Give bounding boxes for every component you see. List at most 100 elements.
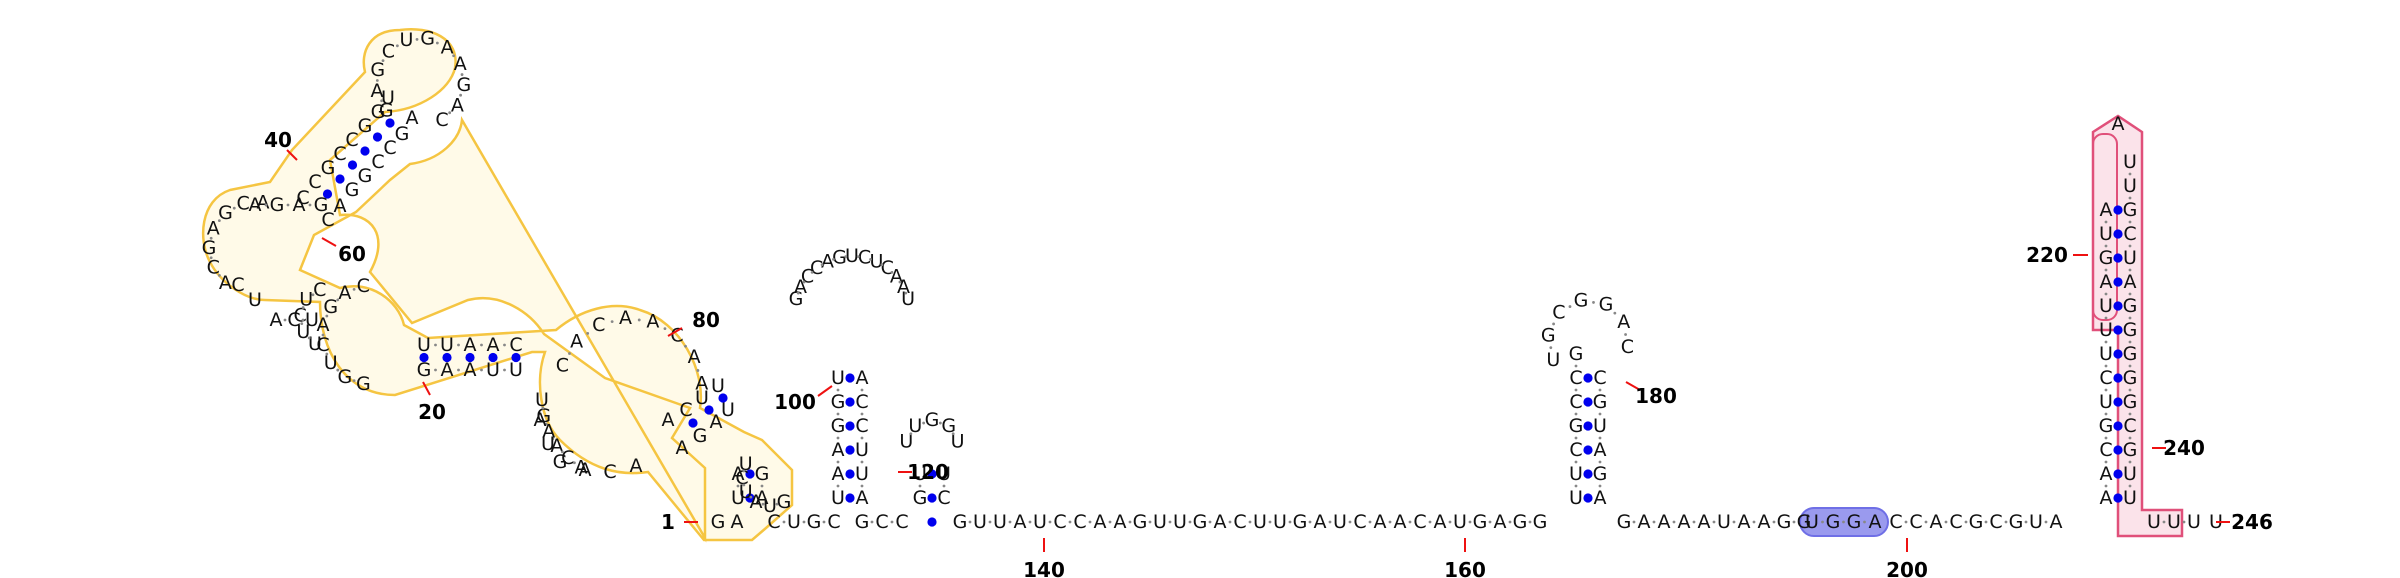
nucleotide: G [1533,511,1548,533]
backbone-dot [1348,520,1352,524]
nucleotide: G [1473,511,1488,533]
pos-label-240: 240 [2163,436,2205,460]
nucleotide: A [662,409,675,431]
backbone-dot [904,291,908,295]
nucleotide: G [1847,511,1862,533]
nucleotide: C [1053,511,1066,533]
base-pair-dot [1583,397,1593,407]
pos-label-200: 200 [1886,558,1928,578]
pink-terminator-highlight [2091,114,2184,538]
nucleotide: U [739,453,753,475]
backbone-dot [869,258,872,261]
backbone-dot [909,432,913,436]
backbone-dot [434,368,437,372]
nucleotide: U [1173,511,1187,533]
nucleotide: C [827,511,840,533]
backbone-dot [1088,520,1092,524]
nucleotide: G [913,487,928,509]
backbone-dot [856,255,860,259]
backbone-dot [1692,520,1696,524]
nucleotide: U [731,487,745,509]
nucleotide: G [1193,511,1208,533]
backbone-dot [1549,346,1553,350]
nucleotide: A [756,487,769,509]
nucleotide: G [1513,511,1528,533]
backbone-dot [217,273,221,277]
nucleotide: U [2187,511,2201,533]
backbone-dot [568,352,571,355]
backbone-dot [457,368,460,372]
nucleotide: A [2100,199,2113,221]
nucleotide: C [858,246,871,268]
nucleotide: A [1314,511,1327,533]
base-pair-dot [2113,373,2123,383]
base-pair-dot [745,469,755,479]
backbone-dot [1672,520,1676,524]
backbone-dot [1008,520,1012,524]
nucleotide: G [321,157,336,179]
base-pair-dot [1583,373,1593,383]
backbone-dot [1598,412,1602,416]
base-pair-dot [347,160,358,170]
nucleotide: A [688,346,701,368]
nucleotide: G [218,202,233,224]
base-pair-dot [335,174,345,184]
nucleotide: A [1869,511,1882,533]
backbone-dot [1752,520,1756,524]
nucleotide: G [379,99,394,121]
nucleotide: C [333,143,346,165]
backbone-dot [1568,305,1572,308]
backbone-dot [1328,520,1332,524]
backbone-dot [1148,520,1152,524]
backbone-dot [1188,520,1192,524]
backbone-dot [696,369,700,372]
nucleotide: G [323,296,338,318]
nucleotide: A [334,195,347,217]
nucleotide: C [1949,511,1962,533]
backbone-dot [325,314,329,318]
backbone-dot [2128,292,2132,296]
nucleotide: C [1233,511,1246,533]
yellow-domain-highlight [201,28,794,543]
nucleotide: G [2123,391,2138,413]
nucleotide: U [535,389,549,411]
backbone-dot [2104,316,2108,320]
backbone-dot [898,280,902,284]
nucleotide: C [371,151,384,173]
backbone-dot [2128,244,2132,248]
backbone-dot [1904,520,1908,524]
backbone-dot [308,203,312,207]
backbone-dot [1108,520,1112,524]
nucleotide: A [542,421,555,443]
nucleotide: U [2123,463,2137,485]
backbone-dot [435,41,439,45]
nucleotide: C [357,275,370,297]
nucleotide: U [845,245,859,267]
nucleotide: A [464,334,477,356]
backbone-dot [736,484,740,488]
backbone-dot [2044,520,2048,524]
nucleotide: A [1374,511,1387,533]
pos-label-120: 120 [907,460,949,484]
nucleotide: G [693,425,708,447]
nucleotide: C [603,461,616,483]
backbone-dot [742,469,746,473]
backbone-dot [2104,484,2108,488]
backbone-dot [2128,220,2132,224]
base-pair-dot [2113,229,2123,239]
pos-label-20: 20 [418,400,446,424]
nucleotide: A [219,272,232,294]
position-label-layer: 1 20 40 60 80 100 120 140 160 180 200 22… [264,128,2273,578]
nucleotide: G [855,511,870,533]
nucleotide: U [2029,511,2043,533]
nucleotide: U [248,289,262,311]
backbone-dot [820,263,824,267]
nucleotide: U [831,367,845,389]
backbone-dot [860,484,864,488]
backbone-dot [2128,196,2132,200]
nucleotide: C [855,415,868,437]
nucleotide: A [1738,511,1751,533]
nucleotide: A [1617,311,1630,333]
backbone-dot [573,461,576,465]
nucleotide: G [370,59,385,81]
